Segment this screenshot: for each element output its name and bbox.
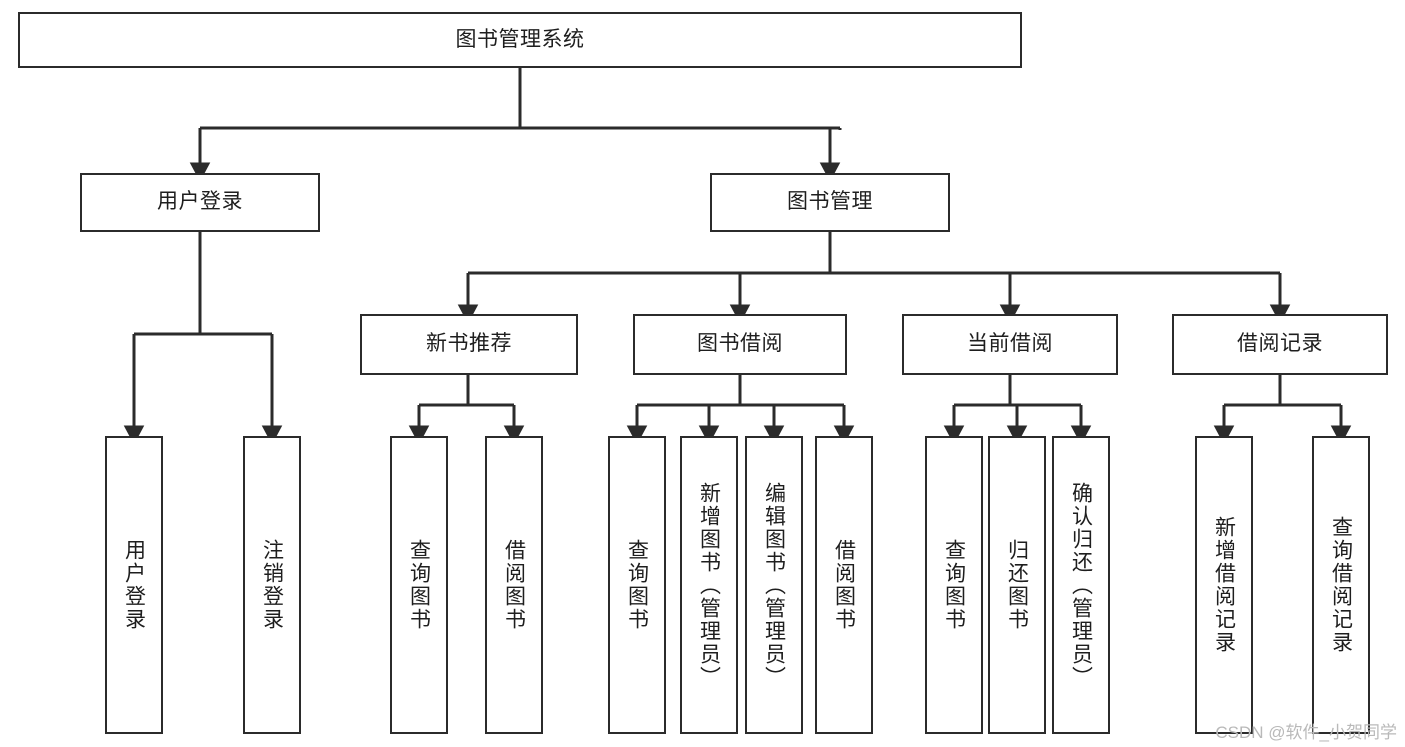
node-user-login-label: 用户登录 xyxy=(157,190,243,214)
node-new-book-recommend-label: 新书推荐 xyxy=(426,332,512,356)
node-leaf-user-logout[interactable]: 注销登录 xyxy=(243,436,301,734)
node-leaf-borrow-add-book-label: 新增图书（管理员） xyxy=(697,481,721,689)
node-leaf-record-query-label: 查询借阅记录 xyxy=(1329,516,1353,654)
node-leaf-newbook-borrow[interactable]: 借阅图书 xyxy=(485,436,543,734)
node-root[interactable]: 图书管理系统 xyxy=(18,12,1022,68)
node-leaf-record-query[interactable]: 查询借阅记录 xyxy=(1312,436,1370,734)
node-leaf-user-login-label: 用户登录 xyxy=(122,539,146,631)
node-leaf-borrow-edit-book[interactable]: 编辑图书（管理员） xyxy=(745,436,803,734)
node-new-book-recommend[interactable]: 新书推荐 xyxy=(360,314,578,375)
node-leaf-borrow-borrow-book[interactable]: 借阅图书 xyxy=(815,436,873,734)
node-book-borrow-label: 图书借阅 xyxy=(697,332,783,356)
node-borrow-record-label: 借阅记录 xyxy=(1237,332,1323,356)
node-leaf-current-confirm-return[interactable]: 确认归还（管理员） xyxy=(1052,436,1110,734)
node-leaf-current-confirm-return-label: 确认归还（管理员） xyxy=(1069,481,1093,689)
node-leaf-user-login[interactable]: 用户登录 xyxy=(105,436,163,734)
node-leaf-user-logout-label: 注销登录 xyxy=(260,539,284,631)
node-leaf-current-query-label: 查询图书 xyxy=(942,539,966,631)
watermark-text: CSDN @软件_小贺同学 xyxy=(1215,723,1397,742)
node-leaf-borrow-borrow-book-label: 借阅图书 xyxy=(832,539,856,631)
node-leaf-record-add[interactable]: 新增借阅记录 xyxy=(1195,436,1253,734)
node-leaf-newbook-query-label: 查询图书 xyxy=(407,539,431,631)
node-book-borrow[interactable]: 图书借阅 xyxy=(633,314,847,375)
node-current-borrow[interactable]: 当前借阅 xyxy=(902,314,1118,375)
node-current-borrow-label: 当前借阅 xyxy=(967,332,1053,356)
node-leaf-borrow-query-label: 查询图书 xyxy=(625,539,649,631)
node-leaf-current-return-label: 归还图书 xyxy=(1005,539,1029,631)
node-user-login[interactable]: 用户登录 xyxy=(80,173,320,232)
node-leaf-newbook-query[interactable]: 查询图书 xyxy=(390,436,448,734)
node-leaf-newbook-borrow-label: 借阅图书 xyxy=(502,539,526,631)
node-leaf-current-return[interactable]: 归还图书 xyxy=(988,436,1046,734)
node-book-manage[interactable]: 图书管理 xyxy=(710,173,950,232)
node-borrow-record[interactable]: 借阅记录 xyxy=(1172,314,1388,375)
node-book-manage-label: 图书管理 xyxy=(787,190,873,214)
node-leaf-borrow-query[interactable]: 查询图书 xyxy=(608,436,666,734)
node-leaf-borrow-add-book[interactable]: 新增图书（管理员） xyxy=(680,436,738,734)
node-leaf-borrow-edit-book-label: 编辑图书（管理员） xyxy=(762,481,786,689)
node-root-label: 图书管理系统 xyxy=(455,27,585,51)
node-leaf-current-query[interactable]: 查询图书 xyxy=(925,436,983,734)
node-leaf-record-add-label: 新增借阅记录 xyxy=(1212,516,1236,654)
